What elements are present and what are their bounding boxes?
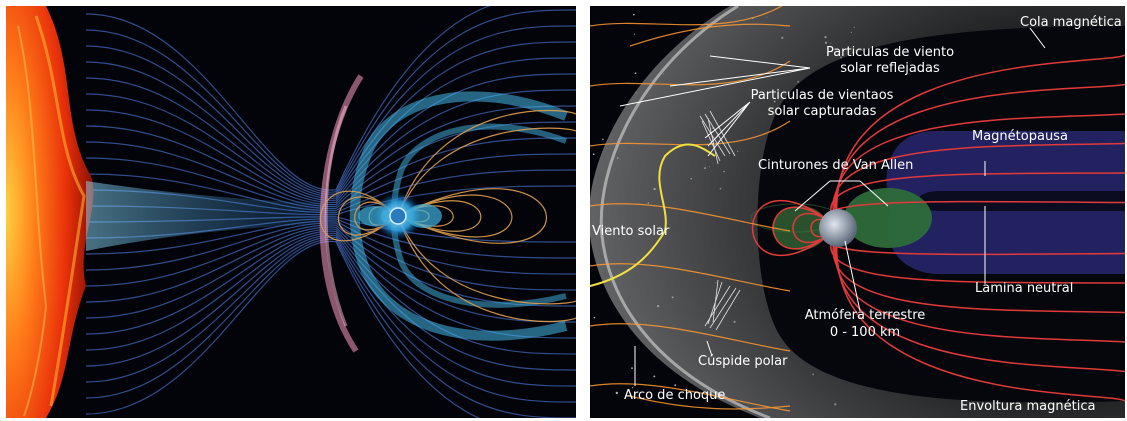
solar-wind-plume: [86, 181, 336, 251]
label-arco-de-choque: Arco de choque: [624, 388, 725, 403]
labeled-magnetosphere-diagram: Cola magnética Particulas de viento sola…: [590, 6, 1125, 418]
label-lamina-neutral: Lamina neutral: [975, 281, 1073, 296]
label-viento-solar: Viento solar: [592, 224, 670, 239]
label-cola-magnetica: Cola magnética: [1020, 15, 1122, 30]
right-diagram-svg: Cola magnética Particulas de viento sola…: [590, 6, 1125, 418]
van-allen-belt-left: [772, 206, 828, 250]
earth: [389, 207, 407, 225]
earth-right: [819, 209, 857, 247]
label-particulas-reflejadas-1: Particulas de viento: [826, 45, 954, 60]
magnetic-field-lines: [751, 54, 1125, 402]
label-atmosfera-2: 0 - 100 km: [830, 325, 900, 340]
label-atmosfera-1: Atmófera terrestre: [805, 308, 926, 323]
solar-wind-path: [590, 143, 716, 287]
left-illustration-svg: [6, 6, 576, 418]
label-particulas-capturadas-1: Particulas de vientaos: [751, 88, 894, 103]
label-cuspide-polar: Cúspide polar: [698, 354, 788, 369]
label-magnetopausa: Magnétopausa: [972, 129, 1068, 144]
label-particulas-reflejadas-2: solar reflejadas: [840, 61, 940, 76]
label-particulas-capturadas-2: solar capturadas: [768, 104, 877, 119]
label-pointers: [619, 27, 1046, 386]
label-envoltura-magnetica: Envoltura magnética: [960, 399, 1095, 414]
cusp-particles: [699, 110, 741, 331]
sun: [6, 6, 94, 418]
van-allen-belt-right: [844, 188, 932, 248]
label-cinturones: Cinturones de Van Allen: [758, 158, 913, 173]
sun-earth-magnetosphere-illustration: [6, 6, 576, 418]
